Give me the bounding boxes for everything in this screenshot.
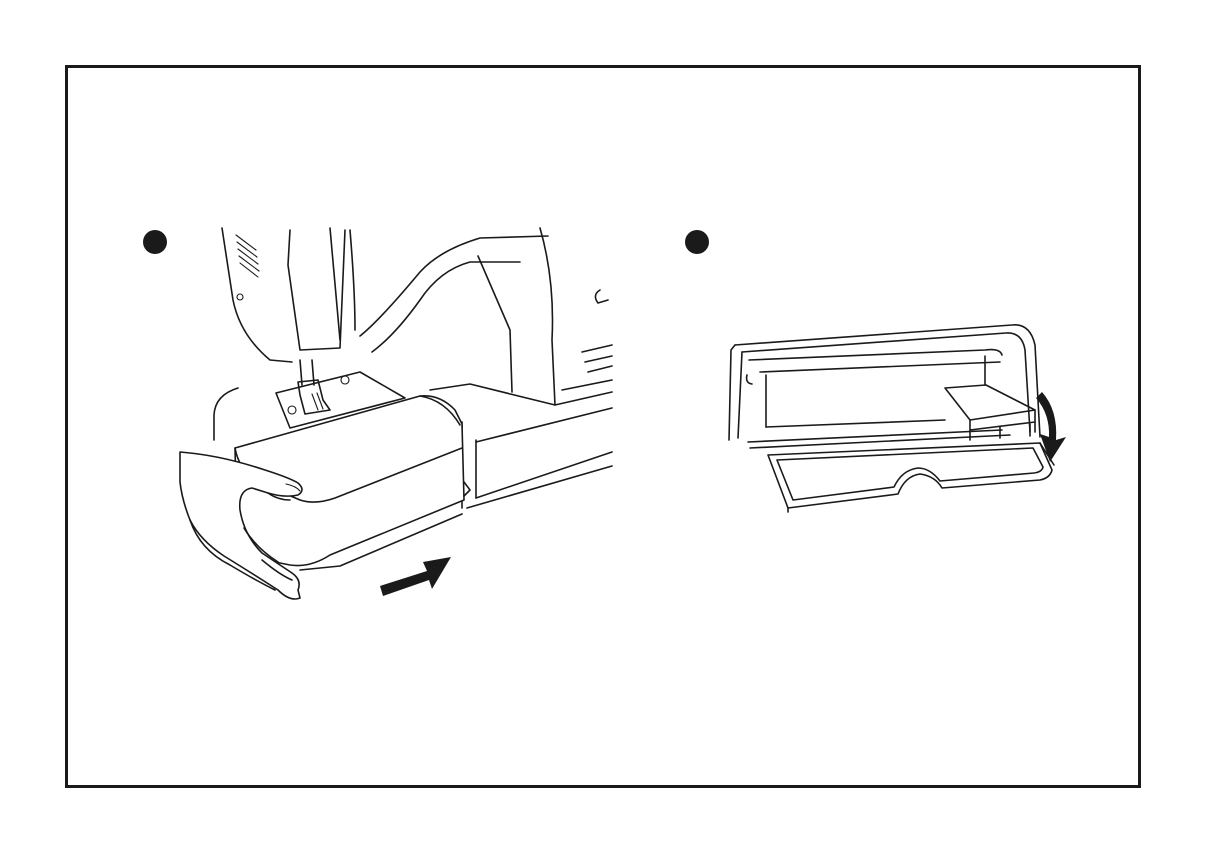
machine-head xyxy=(222,228,612,405)
panel-2-accessory-box xyxy=(685,230,1066,512)
open-accessory-box xyxy=(729,325,1054,512)
slide-arrow-icon xyxy=(380,557,451,596)
vent-slots xyxy=(236,235,259,277)
step-1-marker xyxy=(143,230,167,254)
rotate-arrow-icon xyxy=(1036,392,1066,462)
panel-1-sewing-machine xyxy=(143,228,612,599)
step-2-marker xyxy=(685,230,709,254)
